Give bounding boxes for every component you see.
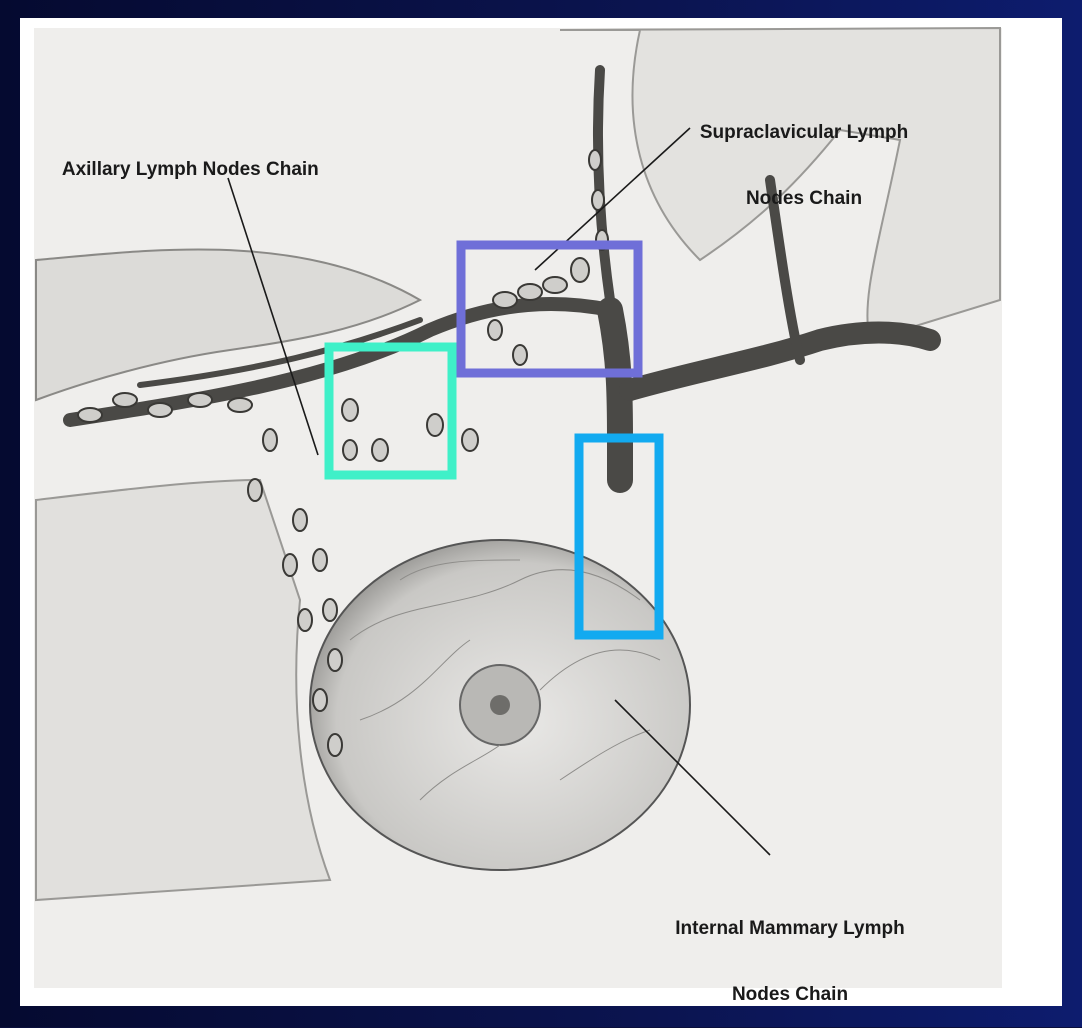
internal-mammary-label-line1: Internal Mammary Lymph: [600, 918, 980, 940]
supraclavicular-label: Supraclavicular Lymph Nodes Chain: [634, 78, 974, 232]
supraclavicular-label-line1: Supraclavicular Lymph: [634, 122, 974, 144]
axillary-label: Axillary Lymph Nodes Chain: [52, 137, 319, 181]
supraclavicular-label-line2: Nodes Chain: [634, 188, 974, 210]
internal-mammary-label: Internal Mammary Lymph Nodes Chain: [600, 874, 980, 1028]
axillary-label-text: Axillary Lymph Nodes Chain: [62, 159, 319, 180]
internal-mammary-label-line2: Nodes Chain: [600, 984, 980, 1006]
nipple: [490, 695, 510, 715]
